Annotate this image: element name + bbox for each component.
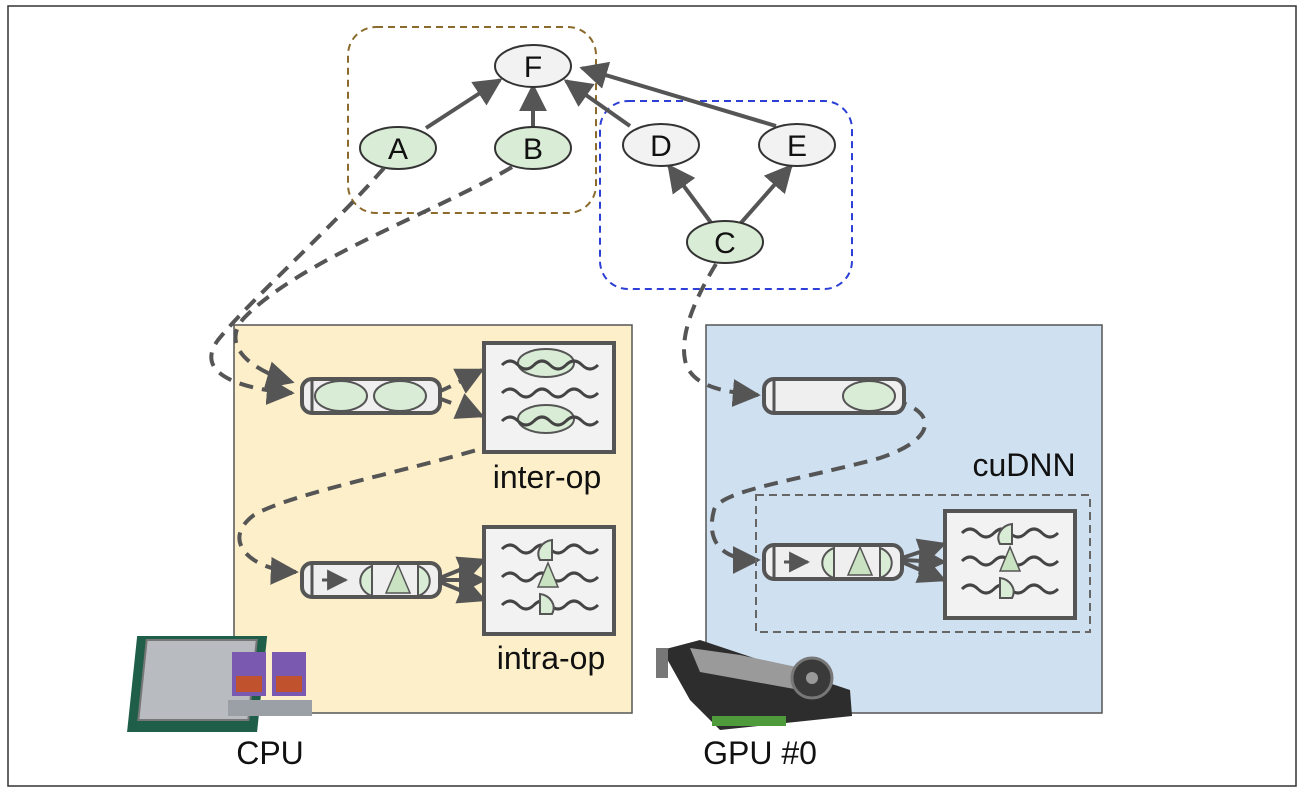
gpu-label: GPU #0 [703,735,817,771]
edge-d-to-f [563,79,632,128]
dispatch-arrows [209,165,927,585]
arrow-inter-op-to-intra-op [237,426,541,585]
inter-op-thread-pool [482,341,616,454]
node-c-label: C [714,227,736,260]
gpu-stream-queue [762,377,906,415]
graphics-card-icon [656,640,852,730]
cpu-chip-icon [127,636,312,732]
gpu-subgraph-group [599,100,853,290]
graph-edges [424,61,793,226]
node-e-label: E [787,130,807,163]
op-fragment-icon [359,564,373,598]
queued-op-ellipse [314,380,368,412]
queued-op-ellipse [373,380,427,412]
node-a: A [359,126,437,170]
gpu-intra-op-queue [762,543,904,581]
inter-op-label: inter-op [493,459,602,495]
op-fragment-icon [384,563,412,594]
cudnn-label: cuDNN [972,447,1075,483]
arrow-gpu-queue-to-cudnn [709,398,927,574]
arrow-c-to-gpu-queue [682,262,761,407]
cudnn-group [755,494,1091,633]
intra-op-fanout [439,556,487,604]
node-c: C [686,220,764,264]
cpu-inter-op-queue [300,377,442,415]
thread-squiggle [500,415,600,427]
edge-c-to-e [738,163,793,226]
node-d: D [622,123,700,167]
graph-nodes: F A B D E C [359,44,836,264]
arrow-b-to-cpu-queue [233,165,514,389]
node-f: F [494,44,572,88]
node-d-label: D [650,130,672,163]
node-f-label: F [524,51,542,84]
cpu-subgraph-group [347,26,597,214]
cudnn-thread-pool [943,509,1077,620]
intra-op-thread-pool [482,525,616,636]
cpu-label: CPU [236,735,304,771]
node-b: B [494,126,572,170]
node-a-label: A [388,133,408,166]
edge-a-to-f [424,78,503,130]
arrow-cpu-queue-to-pool-1 [437,368,485,394]
node-e: E [758,123,836,167]
arrow-a-to-cpu-queue [209,166,386,405]
intra-op-label: intra-op [497,640,606,676]
arrow-cpu-queue-to-pool-2 [437,393,485,419]
edge-c-to-d [667,163,714,226]
thread-squiggle [500,359,600,371]
thread-squiggle [500,387,600,399]
op-fragment-icon [417,564,431,598]
node-b-label: B [523,133,543,166]
cudnn-fanout [901,538,947,583]
cpu-intra-op-queue [300,561,442,599]
edge-e-to-f [579,61,777,128]
queued-op-ellipse [842,380,896,412]
outer-frame [7,5,1297,787]
